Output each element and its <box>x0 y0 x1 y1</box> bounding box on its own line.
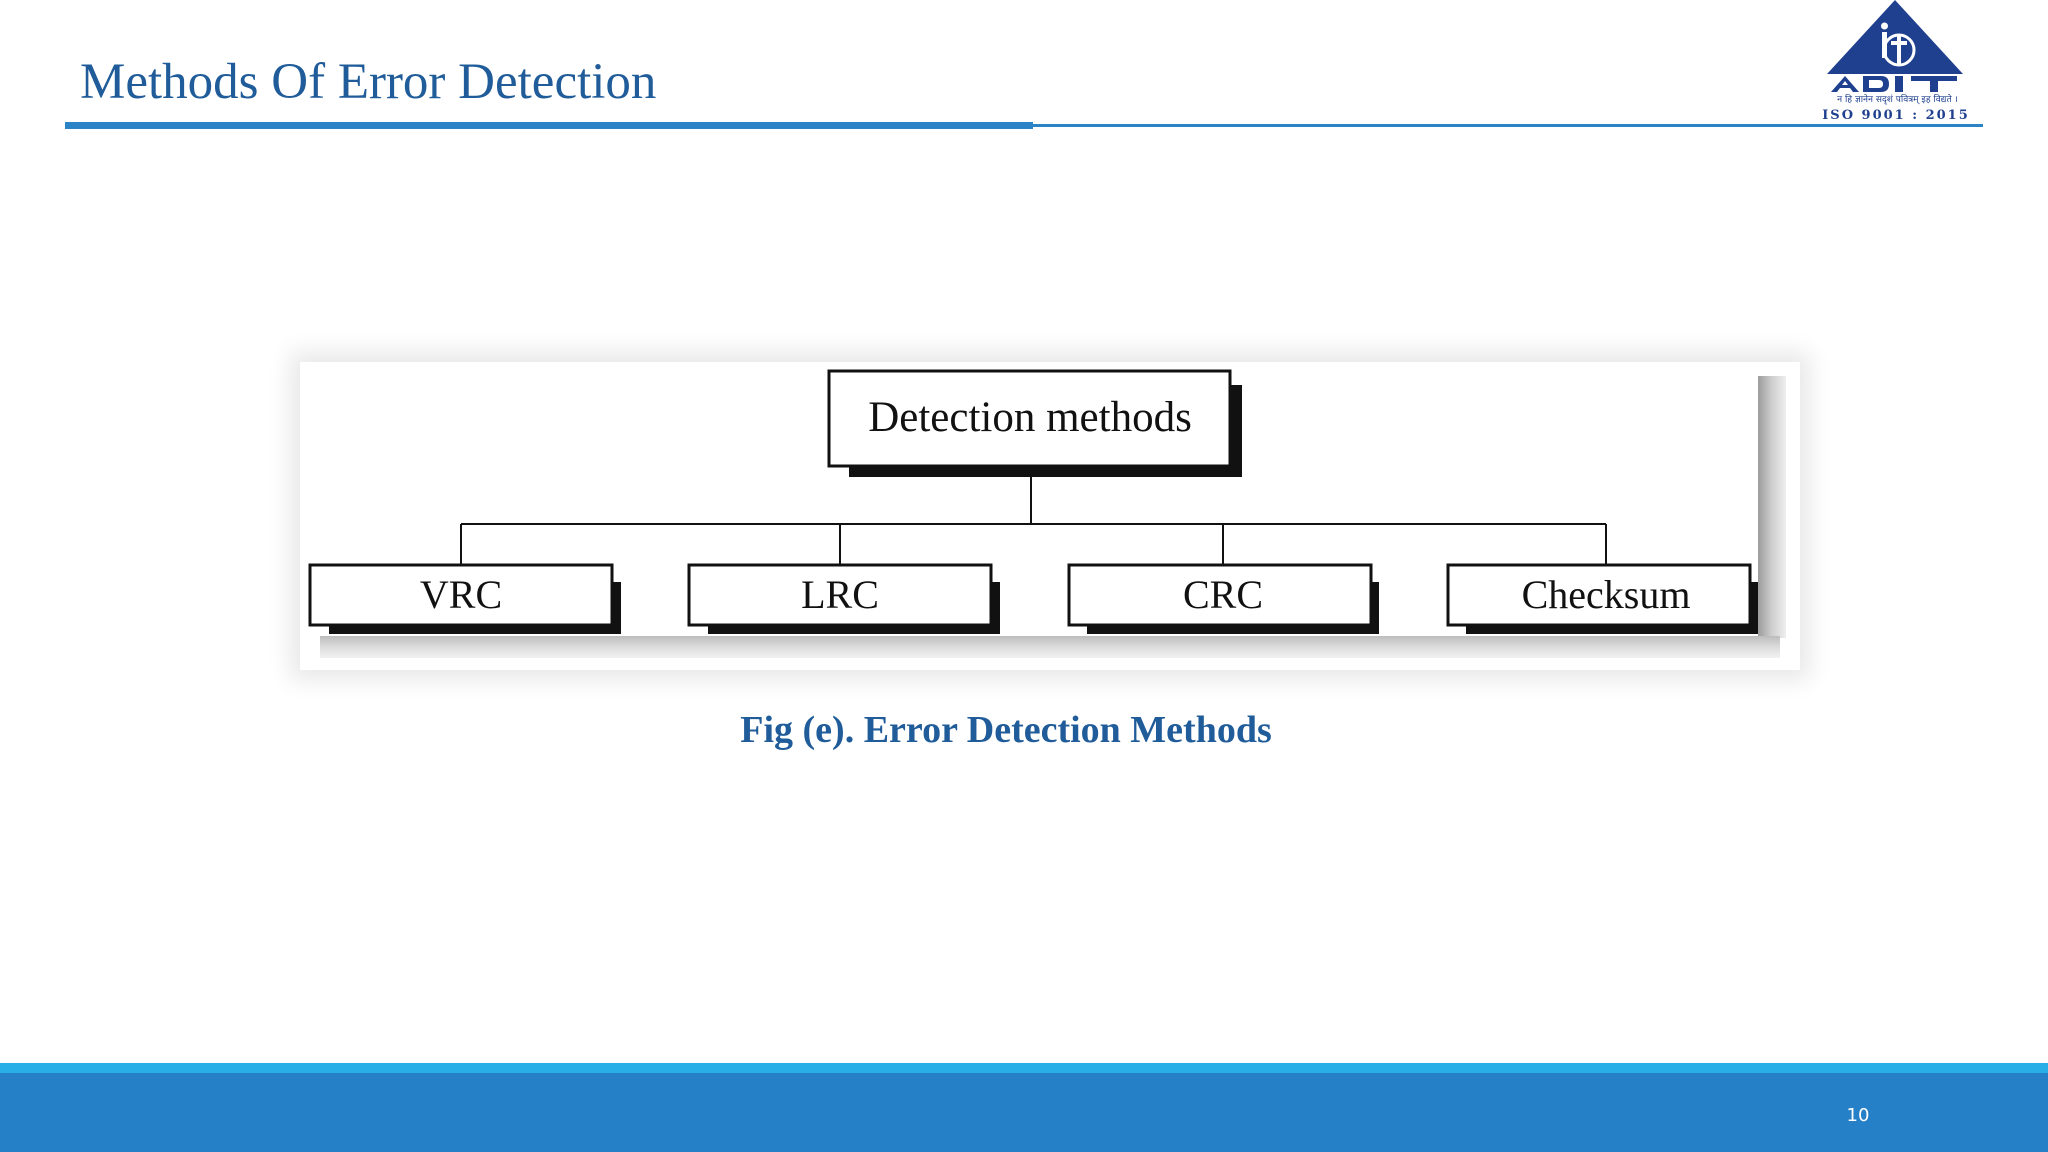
child-node-label: VRC <box>420 572 502 617</box>
figure-shadow-right <box>1758 376 1786 638</box>
page-number: 10 <box>1846 1105 1870 1126</box>
root-node-label: Detection methods <box>868 394 1192 441</box>
tree-connectors <box>460 466 1607 565</box>
child-node-lrc: LRC <box>687 563 1000 634</box>
child-node-label: LRC <box>801 572 879 617</box>
child-node-label: CRC <box>1183 572 1263 617</box>
footer-accent-bar <box>0 1063 2048 1073</box>
logo-iso-text: ISO 9001 : 2015 <box>1822 108 1970 123</box>
title-underline-thin <box>1033 124 1983 127</box>
slide-title: Methods Of Error Detection <box>80 54 657 110</box>
child-node-crc: CRC <box>1067 563 1379 634</box>
footer-bar <box>0 1073 2048 1152</box>
root-node: Detection methods <box>827 369 1242 477</box>
adit-logo <box>1827 0 1963 92</box>
figure-caption: Fig (e). Error Detection Methods <box>740 709 1272 751</box>
figure-shadow-bottom <box>320 636 1780 658</box>
child-node-vrc: VRC <box>308 563 621 634</box>
logo-motto: न हि ज्ञानेन सदृशं पवित्रम् इह विद्यते । <box>1837 95 1958 105</box>
child-node-checksum: Checksum <box>1446 563 1758 634</box>
child-node-label: Checksum <box>1522 572 1691 617</box>
title-underline-thick <box>65 122 1033 129</box>
logo-wordmark <box>1831 76 1957 92</box>
